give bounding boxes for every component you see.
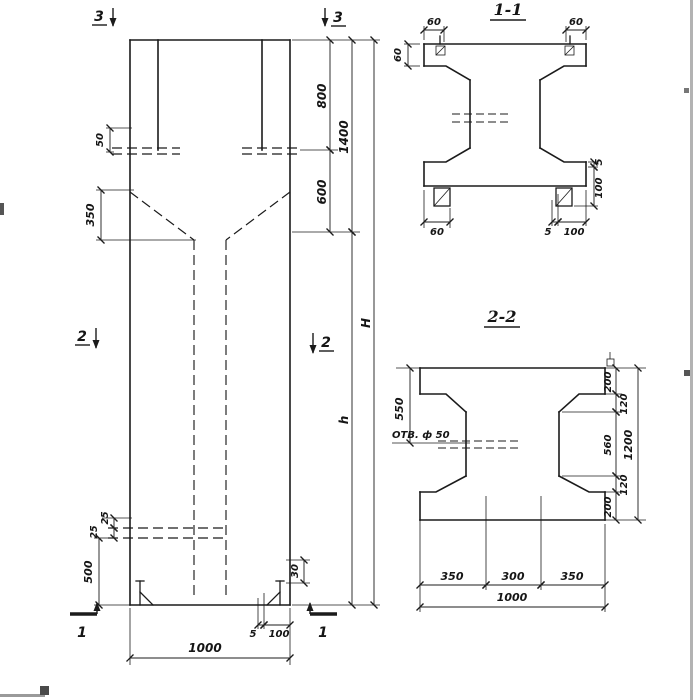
section-1-1-hidden-lines <box>452 113 512 123</box>
dim-200-top: 200 <box>603 372 614 393</box>
section-1-1-outline <box>423 43 587 187</box>
section-marker-3-right: 3 <box>333 10 343 26</box>
dim-5-bottom: 5 <box>545 227 552 238</box>
dim-1000-label: 1000 <box>188 641 221 655</box>
section-markers: 3 3 2 2 1 1 <box>70 8 346 641</box>
column-outline <box>129 39 291 606</box>
section-1-1-title: 1-1 <box>494 0 523 19</box>
dim-H-label: H <box>359 318 373 328</box>
section-marker-3-left: 3 <box>94 9 104 25</box>
dim-60-top-left: 60 <box>427 17 441 28</box>
dim-100-right: 100 <box>594 178 605 199</box>
section-2-2-outline <box>419 367 606 521</box>
section-1-1-dimensions: 60 60 60 60 5 100 5 <box>393 17 605 238</box>
dim-200-bottom: 200 <box>603 497 614 518</box>
elevation-dimensions-left: 50 350 25 25 500 <box>82 124 196 609</box>
dim-60-top-right: 60 <box>569 17 583 28</box>
section-marker-1-left: 1 <box>77 625 87 641</box>
section-2-2-hidden-lines <box>438 440 520 449</box>
section-1-1-feet <box>433 187 573 207</box>
section-marker-2-left: 2 <box>77 329 87 345</box>
dim-1200-label: 1200 <box>622 429 635 460</box>
elevation-dimensions-bottom: 30 5 100 1000 <box>126 556 310 665</box>
dim-100-bottom: 100 <box>564 227 585 238</box>
dim-550-label: 550 <box>393 397 406 420</box>
section-2-2-dimensions: 550 200 120 560 120 200 1200 <box>393 364 646 612</box>
dim-25-lower-label: 25 <box>89 525 100 539</box>
dim-1000-label-2: 1000 <box>497 591 528 604</box>
dim-800-label: 800 <box>315 83 329 108</box>
column-hidden-lines <box>108 147 298 600</box>
elevation-view: 800 600 1400 h H 50 350 25 25 500 <box>70 8 380 665</box>
dim-300-label: 300 <box>502 570 525 583</box>
dim-560-label: 560 <box>603 435 614 456</box>
column-base-details <box>135 580 285 606</box>
section-1-1-corner-plates <box>435 35 575 56</box>
dim-500-label: 500 <box>82 560 95 583</box>
section-marker-2-right: 2 <box>321 335 331 351</box>
section-2-2-hole-callout: ОТВ. ф 50 <box>392 429 470 444</box>
section-1-1-view: 1-1 <box>393 0 605 238</box>
dim-600-label: 600 <box>315 179 329 204</box>
section-2-2-title: 2-2 <box>487 307 517 326</box>
dim-h-label: h <box>337 416 351 425</box>
dim-50-label: 50 <box>95 133 106 147</box>
dim-120-bottom: 120 <box>619 475 630 496</box>
dim-30-label: 30 <box>290 564 301 578</box>
dim-100-label: 100 <box>269 629 290 640</box>
elevation-dimensions-right: 800 600 1400 h H <box>292 36 380 609</box>
section-marker-1-right: 1 <box>318 625 328 641</box>
dim-120-top: 120 <box>619 394 630 415</box>
dim-350-right: 350 <box>561 570 584 583</box>
dim-5-right: 5 <box>594 158 605 165</box>
dim-350-left: 350 <box>441 570 464 583</box>
dim-350-label: 350 <box>84 203 97 226</box>
dim-1400-label: 1400 <box>337 120 351 153</box>
section-2-2-corner-mark <box>606 352 615 367</box>
dim-60-bottom: 60 <box>430 227 444 238</box>
dim-25-upper-label: 25 <box>100 511 111 525</box>
section-2-2-view: 2-2 ОТВ. ф 50 <box>392 307 646 612</box>
hole-label: ОТВ. ф 50 <box>392 429 450 441</box>
dim-60-left: 60 <box>393 48 404 62</box>
dim-5-label: 5 <box>250 629 257 640</box>
